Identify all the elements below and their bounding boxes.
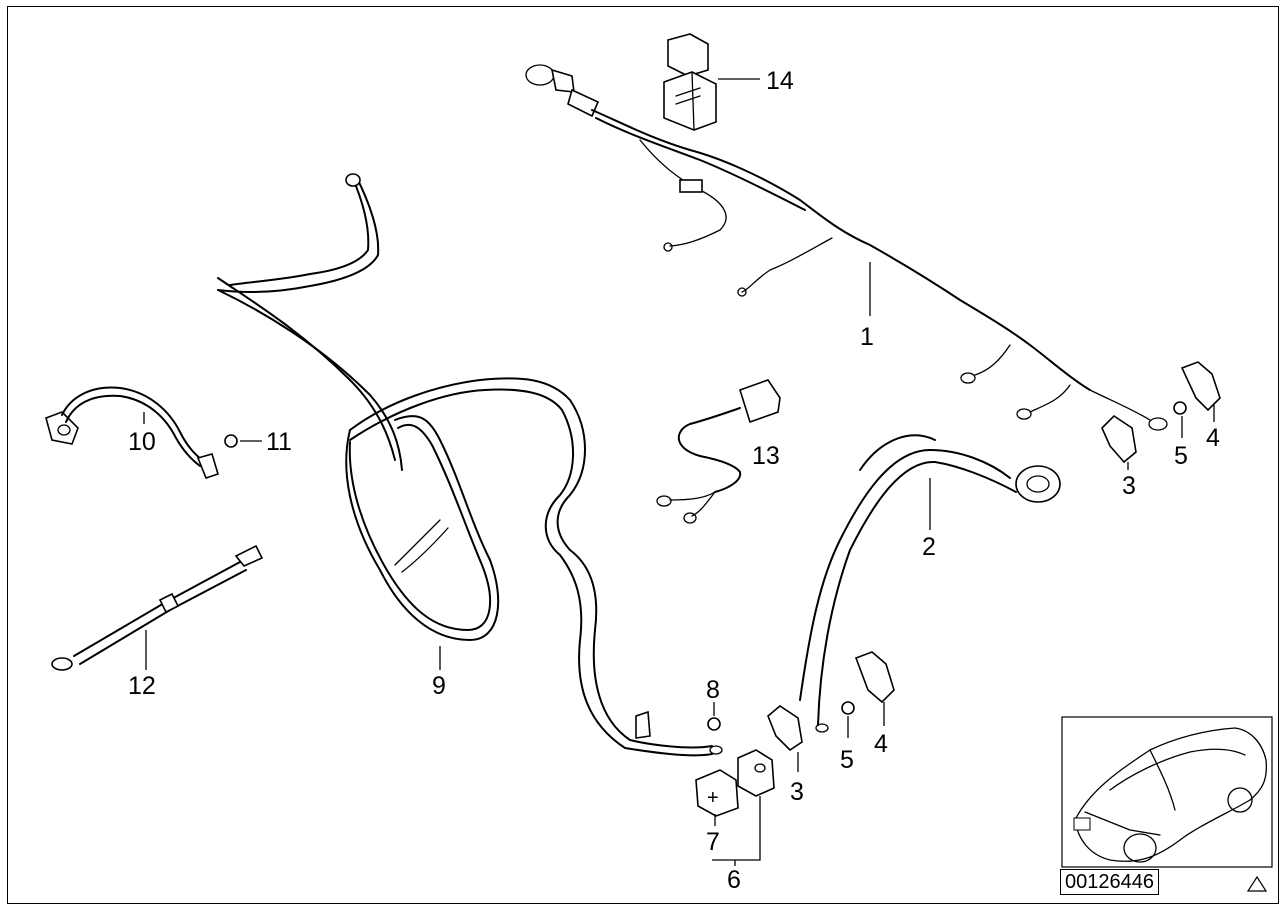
label-8: 8 (706, 676, 720, 704)
label-12: 12 (128, 672, 156, 700)
warning-triangle-icon (1246, 875, 1268, 892)
label-11: 11 (266, 428, 292, 456)
diagram-frame (7, 6, 1279, 904)
label-2: 2 (922, 533, 936, 561)
part-7-positive-cap[interactable]: + (695, 769, 739, 826)
label-7: 7 (706, 828, 720, 856)
part-1-wiring-harness[interactable] (525, 64, 1168, 431)
label-3-lower: 3 (790, 778, 804, 806)
part-6-cover[interactable] (712, 749, 775, 866)
label-13: 13 (752, 442, 780, 470)
label-14: 14 (766, 67, 794, 95)
part-4-cap-upper[interactable] (1180, 361, 1221, 422)
part-11-nut[interactable] (224, 434, 262, 448)
vehicle-inset (1061, 716, 1273, 868)
part-8-nut[interactable] (707, 702, 721, 731)
diagram-id-label: 00126446 (1060, 869, 1159, 895)
part-3-clamp-upper[interactable] (1101, 414, 1137, 470)
part-3-clamp-lower[interactable] (767, 705, 803, 772)
label-3-upper: 3 (1122, 472, 1136, 500)
label-5-lower: 5 (840, 746, 854, 774)
label-9: 9 (432, 672, 446, 700)
part-5-nut-upper[interactable] (1173, 401, 1187, 438)
part-4-cap-lower[interactable] (854, 651, 895, 726)
part-13-sensor-lead[interactable] (656, 379, 781, 524)
label-4-upper: 4 (1206, 424, 1220, 452)
part-14-relay-box[interactable] (663, 33, 760, 131)
part-9-main-cable[interactable] (217, 173, 723, 757)
part-2-battery-cable[interactable] (799, 434, 1061, 733)
label-10: 10 (128, 428, 156, 456)
part-5-nut-lower[interactable] (841, 701, 855, 738)
part-10-ground-strap[interactable] (45, 386, 219, 479)
label-6: 6 (727, 866, 741, 894)
plus-symbol: + (707, 787, 719, 809)
label-4-lower: 4 (874, 730, 888, 758)
part-12-positive-lead[interactable] (51, 544, 264, 671)
label-1: 1 (860, 323, 874, 351)
label-5-upper: 5 (1174, 442, 1188, 470)
